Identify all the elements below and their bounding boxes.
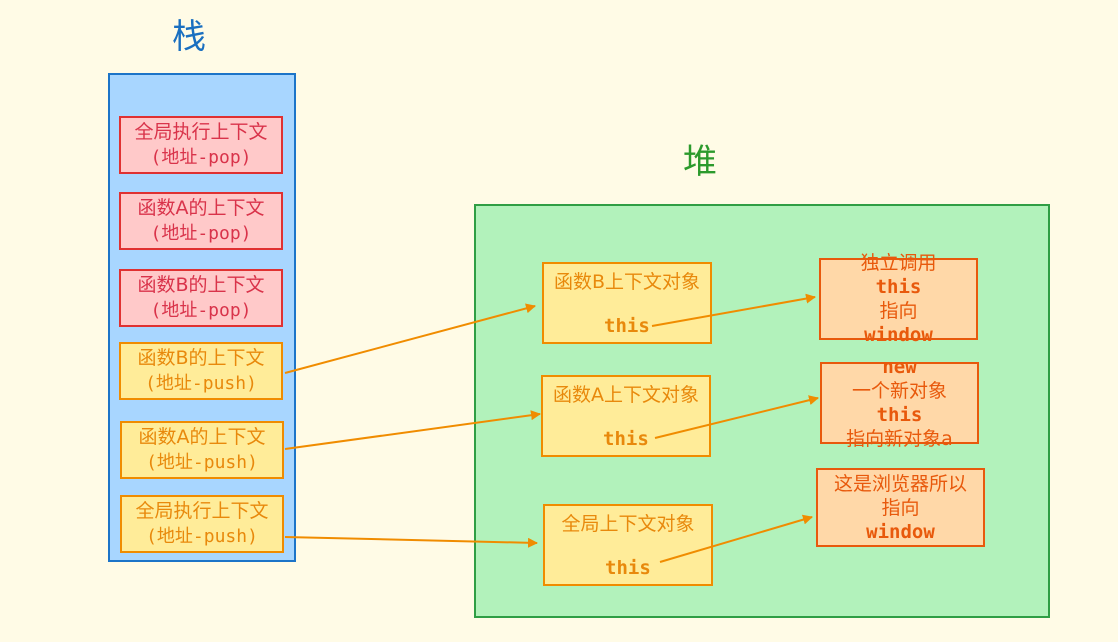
stack-title: 栈 (172, 17, 206, 57)
stack-frame-global-push[interactable]: 全局执行上下文 (地址-push) (120, 495, 284, 553)
note-keyword: this (875, 276, 922, 298)
frame-address: (地址-push) (145, 373, 257, 394)
note-keyword: window (866, 520, 935, 543)
note-line: 独立调用 this (860, 251, 936, 299)
stack-frame-b-push[interactable]: 函数B的上下文 (地址-push) (119, 342, 283, 400)
frame-label: 函数A的上下文 (138, 426, 266, 448)
heap-object-title: 函数B上下文对象 (553, 271, 701, 293)
stack-frame-a-pop[interactable]: 函数A的上下文 (地址-pop) (119, 192, 283, 250)
heap-object-title: 函数A上下文对象 (553, 384, 699, 406)
frame-label: 函数B的上下文 (137, 347, 265, 369)
heap-object-this: this (603, 428, 649, 450)
heap-object-title: 全局上下文对象 (561, 513, 695, 535)
note-text: 指向 (879, 300, 918, 322)
stack-frame-global-pop[interactable]: 全局执行上下文 (地址-pop) (119, 116, 283, 174)
note-text: 指向 (881, 496, 920, 519)
note-keyword: this (876, 404, 923, 426)
note-line: 指向 window (864, 299, 933, 347)
note-text: 独立调用 (860, 252, 937, 274)
heap-object-this: this (604, 315, 650, 337)
frame-address: (地址-pop) (150, 147, 252, 168)
stack-frame-b-pop[interactable]: 函数B的上下文 (地址-pop) (119, 269, 283, 327)
note-b-this[interactable]: 独立调用 this 指向 window (819, 252, 978, 346)
note-text: 指向新对象a (846, 428, 953, 450)
note-keyword: window (864, 324, 933, 346)
frame-label: 全局执行上下文 (134, 121, 268, 143)
frame-address: (地址-pop) (150, 300, 252, 321)
note-text: 这是浏览器所以 (833, 472, 967, 495)
frame-label: 函数B的上下文 (137, 274, 265, 296)
heap-object-b[interactable]: 函数B上下文对象 this (542, 262, 712, 344)
frame-address: (地址-push) (146, 452, 258, 473)
heap-object-a[interactable]: 函数A上下文对象 this (541, 375, 711, 457)
heap-object-this: this (605, 557, 651, 579)
frame-address: (地址-push) (146, 526, 258, 547)
frame-label: 函数A的上下文 (137, 197, 265, 219)
note-keyword: new (882, 356, 917, 378)
frame-address: (地址-pop) (150, 223, 252, 244)
heap-title: 堆 (683, 142, 717, 182)
note-text: 一个新对象 (851, 380, 947, 402)
heap-object-global[interactable]: 全局上下文对象 this (543, 504, 713, 586)
frame-label: 全局执行上下文 (135, 500, 269, 522)
stack-frame-a-push[interactable]: 函数A的上下文 (地址-push) (120, 421, 284, 479)
